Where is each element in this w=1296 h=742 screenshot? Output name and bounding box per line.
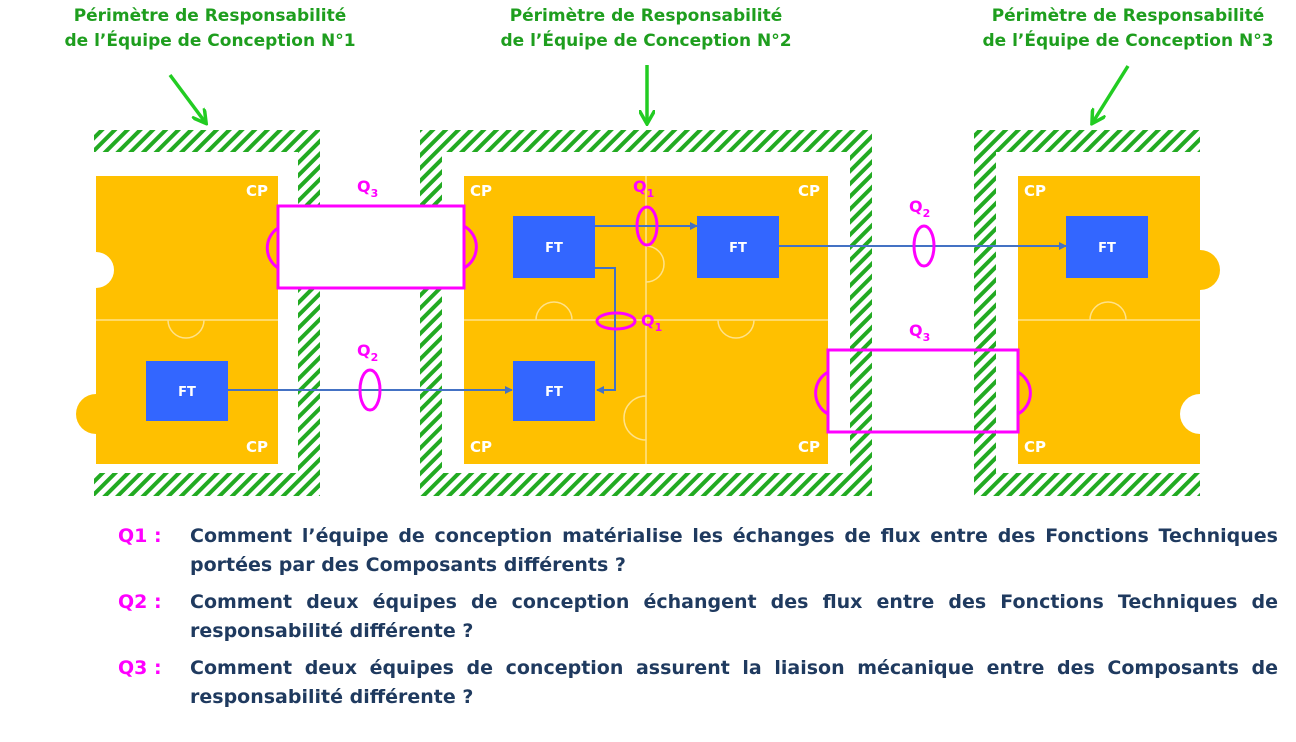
- q3-label-right-letter: Q: [909, 321, 923, 340]
- perimeter-title-2-line2: de l’Équipe de Conception N°2: [500, 31, 792, 51]
- ft-label-p2-top-left: FT: [545, 241, 563, 256]
- ft-label-p2-top-right: FT: [729, 241, 747, 256]
- perimeter-title-2: Périmètre de Responsabilité de l’Équipe …: [481, 4, 811, 54]
- cp-label-p1-top: CP: [246, 182, 268, 200]
- q2-label-left-sub: 2: [371, 351, 379, 364]
- ft-label-p2-bottom: FT: [545, 385, 563, 400]
- q2-marker-flow-p1-p2: [358, 368, 382, 412]
- q3-link-frame-right: [826, 348, 1020, 434]
- q1-label-top: Q1: [633, 177, 654, 200]
- perimeter-title-2-line1: Périmètre de Responsabilité: [509, 6, 783, 26]
- q1-label-right-letter: Q: [641, 311, 655, 330]
- perimeter-1-pointer-arrow: [168, 73, 205, 122]
- q3-label-left-letter: Q: [357, 177, 371, 196]
- q3-label-right-sub: 3: [923, 331, 931, 344]
- q3-label-left-sub: 3: [371, 187, 379, 200]
- ft-block-p2-top-right: [697, 216, 779, 278]
- perimeter-title-1: Périmètre de Responsabilité de l’Équipe …: [45, 4, 375, 54]
- cp-label-p1-bottom: CP: [246, 438, 268, 456]
- ft-block-p2-bottom: [513, 361, 595, 421]
- q1-marker-horizontal-flow: [635, 205, 659, 247]
- question-text: Comment deux équipes de conception assur…: [190, 657, 1278, 708]
- q2-label-left-letter: Q: [357, 341, 371, 360]
- question-text: Comment l’équipe de conception matériali…: [190, 525, 1278, 576]
- question-label: Q2 :: [118, 591, 162, 613]
- perimeter-title-3: Périmètre de Responsabilité de l’Équipe …: [963, 4, 1293, 54]
- question-text: Comment deux équipes de conception échan…: [190, 591, 1278, 642]
- cp-label-p2-bottom-left: CP: [470, 438, 492, 456]
- q1-label-right: Q1: [641, 311, 662, 334]
- q3-label-left: Q3: [357, 177, 378, 200]
- question-item-q3: Q3 : Comment deux équipes de conception …: [118, 654, 1278, 712]
- q2-marker-flow-p2-p3: [912, 224, 936, 268]
- q2-label-left: Q2: [357, 341, 378, 364]
- ft-block-p3: [1066, 216, 1148, 278]
- ft-label-p1: FT: [178, 385, 196, 400]
- perimeter-title-1-line2: de l’Équipe de Conception N°1: [64, 31, 356, 51]
- perimeter-title-1-line1: Périmètre de Responsabilité: [73, 6, 347, 26]
- q2-label-right-sub: 2: [923, 207, 931, 220]
- q3-link-frame-left: [276, 204, 466, 290]
- cp-label-p3-top: CP: [1024, 182, 1046, 200]
- ft-label-p3: FT: [1098, 241, 1116, 256]
- q1-label-top-sub: 1: [647, 187, 655, 200]
- cp-label-p2-top-left: CP: [470, 182, 492, 200]
- perimeter-3-pointer-arrow: [1093, 65, 1130, 122]
- q2-label-right: Q2: [909, 197, 930, 220]
- perimeter-title-3-line2: de l’Équipe de Conception N°3: [982, 31, 1274, 51]
- design-perimeter-diagram: CP CP CP CP CP CP CP CP FT FT FT FT FT Q…: [76, 65, 1220, 496]
- cp-label-p2-bottom-right: CP: [798, 438, 820, 456]
- ft-block-p2-top-left: [513, 216, 595, 278]
- perimeter-title-3-line1: Périmètre de Responsabilité: [991, 6, 1265, 26]
- q1-label-right-sub: 1: [655, 321, 663, 334]
- q3-label-right: Q3: [909, 321, 930, 344]
- questions-list: Q1 : Comment l’équipe de conception maté…: [118, 522, 1278, 720]
- question-label: Q1 :: [118, 525, 162, 547]
- cp-label-p3-bottom: CP: [1024, 438, 1046, 456]
- question-label: Q3 :: [118, 657, 162, 679]
- q1-marker-vertical-flow: [595, 311, 637, 331]
- question-item-q2: Q2 : Comment deux équipes de conception …: [118, 588, 1278, 646]
- q1-label-top-letter: Q: [633, 177, 647, 196]
- q2-label-right-letter: Q: [909, 197, 923, 216]
- question-item-q1: Q1 : Comment l’équipe de conception maté…: [118, 522, 1278, 580]
- cp-label-p2-top-right: CP: [798, 182, 820, 200]
- ft-block-p1: [146, 361, 228, 421]
